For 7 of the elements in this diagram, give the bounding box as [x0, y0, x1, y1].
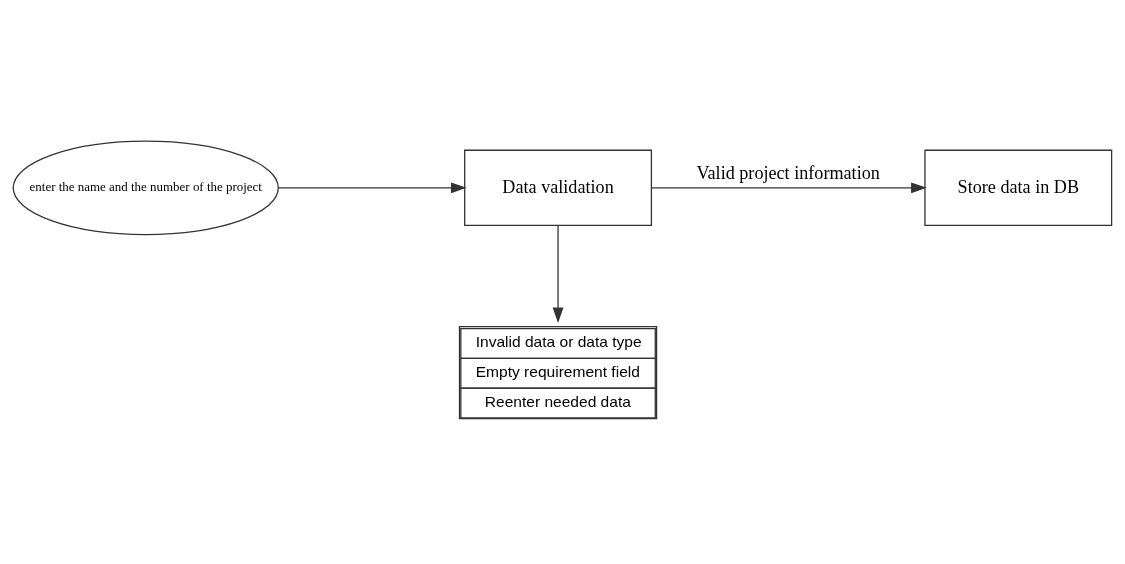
node-box: Store data in DB	[924, 149, 1113, 226]
arrow	[277, 181, 467, 193]
arrow	[651, 181, 927, 193]
edge-label: Valid project information	[696, 162, 880, 183]
node-ellipse: enter the name and the number of the project	[12, 140, 279, 235]
node-box: Data validation	[464, 149, 653, 226]
arrow	[552, 224, 564, 323]
